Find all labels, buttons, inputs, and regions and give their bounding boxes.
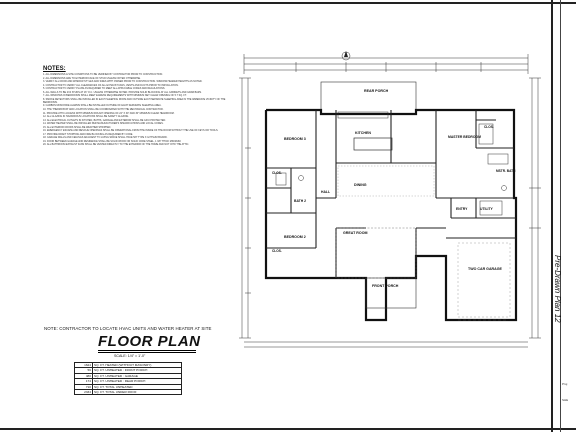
title-block-sheet-label: SHE — [562, 398, 569, 402]
label-great-room: GREAT ROOM — [343, 231, 368, 235]
label-dining: DINING — [354, 183, 367, 187]
area-sqft: 2334 — [74, 388, 93, 396]
bathtub — [275, 172, 287, 186]
dining-area — [337, 165, 435, 197]
note-item: 19. DOOR BETWEEN GARAGE AND RESIDENCE SH… — [43, 139, 182, 143]
note-item: 3. VERIFY ALL DOOR AND WINDOW STYLES AND… — [43, 80, 203, 84]
master-vanity — [487, 153, 509, 165]
note-item: 12. ALL GLAZING IN HAZARDOUS LOCATIONS S… — [43, 115, 129, 119]
note-item: 8. SMOKE DETECTORS SHALL BE INSTALLED IN… — [43, 97, 226, 104]
area-description: SQ. FT. UNHEATED : GARAGE — [92, 372, 182, 380]
washer-dryer — [479, 200, 503, 216]
contractor-note: NOTE: CONTRACTOR TO LOCATE HVAC UNITS AN… — [44, 326, 212, 331]
label-clos-master: CLOS. — [484, 125, 494, 129]
note-item: 2. ALL DIMENSIONS ARE TO EXTERIOR FACE O… — [43, 76, 141, 80]
title-underline — [98, 350, 196, 351]
area-description: SQ. FT. UNHEATED : REAR PORCH — [92, 378, 182, 385]
exterior-walls — [264, 108, 518, 322]
note-item: 20. ALL BATHROOM EXHAUST FANS SHALL BE V… — [43, 143, 190, 147]
note-item: 7. ALL WINDOWS IN BEDROOMS SHALL MEET EG… — [43, 94, 187, 98]
area-description: SQ. FT. UNHEATED : FRONT PORCH — [92, 367, 182, 374]
title-block-plan-name: Pre-Drawn Plan 12 — [553, 255, 562, 323]
label-utility: UTILITY — [480, 207, 494, 211]
floor-plan-drawing: REAR PORCH KITCHEN BEDROOM 3 MASTER BEDR… — [239, 51, 541, 348]
label-mstr-bath: MSTR. BATH — [496, 169, 516, 173]
title-block-border — [551, 0, 553, 432]
note-item: 5. CONTRACTOR TO VERIFY PLANS AS REQUIRE… — [43, 87, 166, 91]
label-rear-porch: REAR PORCH — [364, 89, 389, 93]
note-item: 10. THE THERMOSTAT AND LOCATION SHALL BE… — [43, 107, 164, 111]
sheet-border-bottom — [0, 428, 576, 430]
north-arrow-icon — [341, 51, 351, 61]
kitchen-island — [353, 137, 393, 151]
note-item: 18. GARAGE WALLS AND CEILINGS ADJACENT T… — [43, 136, 168, 140]
title-block — [553, 0, 576, 432]
note-item: 11. PROVIDE ATTIC ACCESS WITH MINIMUM RO… — [43, 111, 175, 115]
label-front-porch: FRONT PORCH — [372, 284, 399, 288]
title-underline-thin — [98, 352, 196, 353]
front-porch-outline — [365, 277, 417, 309]
note-item: 13. ALL ELECTRICAL OUTLETS IN KITCHEN, B… — [43, 118, 166, 122]
note-item: 15. ALL EXTERIOR DOORS SHALL BE WEATHER … — [43, 125, 112, 129]
master-toilet — [501, 185, 507, 191]
note-item: 1. ALL DIMENSIONS & SITE CONDITIONS TO B… — [43, 73, 163, 76]
rear-porch-outline — [320, 81, 417, 115]
label-kitchen: KITCHEN — [355, 131, 371, 135]
great-room-ceiling — [335, 227, 417, 279]
sheet-border-top — [0, 2, 576, 4]
note-item: 9. CARBON MONOXIDE ALARMS SHALL BE INSTA… — [43, 104, 162, 108]
title-block-project-label: Proj — [562, 382, 568, 386]
label-bedroom-3: BEDROOM 3 — [284, 137, 306, 141]
notes-list: 1. ALL DIMENSIONS & SITE CONDITIONS TO B… — [43, 73, 233, 147]
note-item: 14. WATER HEATER SHALL BE INSTALLED PER … — [43, 122, 164, 126]
label-two-car-garage: TWO CAR GARAGE — [468, 267, 503, 271]
toilet — [298, 175, 304, 181]
title-block-border-inner — [560, 0, 561, 432]
label-hall: HALL — [321, 190, 330, 194]
master-shower — [478, 123, 494, 145]
label-entry: ENTRY — [456, 207, 468, 211]
note-item: 16. EMERGENCY ESCAPE AND RESCUE OPENINGS… — [43, 129, 219, 133]
dimension-lines — [239, 54, 541, 348]
notes-title: NOTES: — [43, 66, 66, 72]
note-item: 17. PROVIDE DRAFT STOPPING AND FIRE BLOC… — [43, 132, 134, 136]
label-clos-bed3: CLOS. — [272, 171, 282, 175]
label-bedroom-2: BEDROOM 2 — [284, 235, 306, 239]
label-clos-bed2: CLOS. — [272, 249, 282, 253]
note-item: 6. ALL WALLS TO BE 2X4 STUDS AT 16" O.C.… — [43, 90, 202, 94]
label-master-bedroom: MASTER BEDROOM — [448, 135, 481, 139]
garage-slab — [457, 242, 511, 318]
floor-plan-title: FLOOR PLAN — [98, 333, 201, 350]
note-item: 4. CONTRACTOR TO VERIFY ALL CLEARANCES O… — [43, 83, 179, 87]
area-description: SQ. FT. HEATED (WITHOUT MASONRY) — [92, 361, 182, 369]
area-description: SQ. FT. TOTAL UNDER ROOF — [92, 388, 182, 396]
kitchen-counter — [337, 111, 389, 119]
scale-label: SCALE: 1/4" = 1'-0" — [114, 354, 146, 358]
label-bath-2: BATH 2 — [294, 199, 306, 203]
